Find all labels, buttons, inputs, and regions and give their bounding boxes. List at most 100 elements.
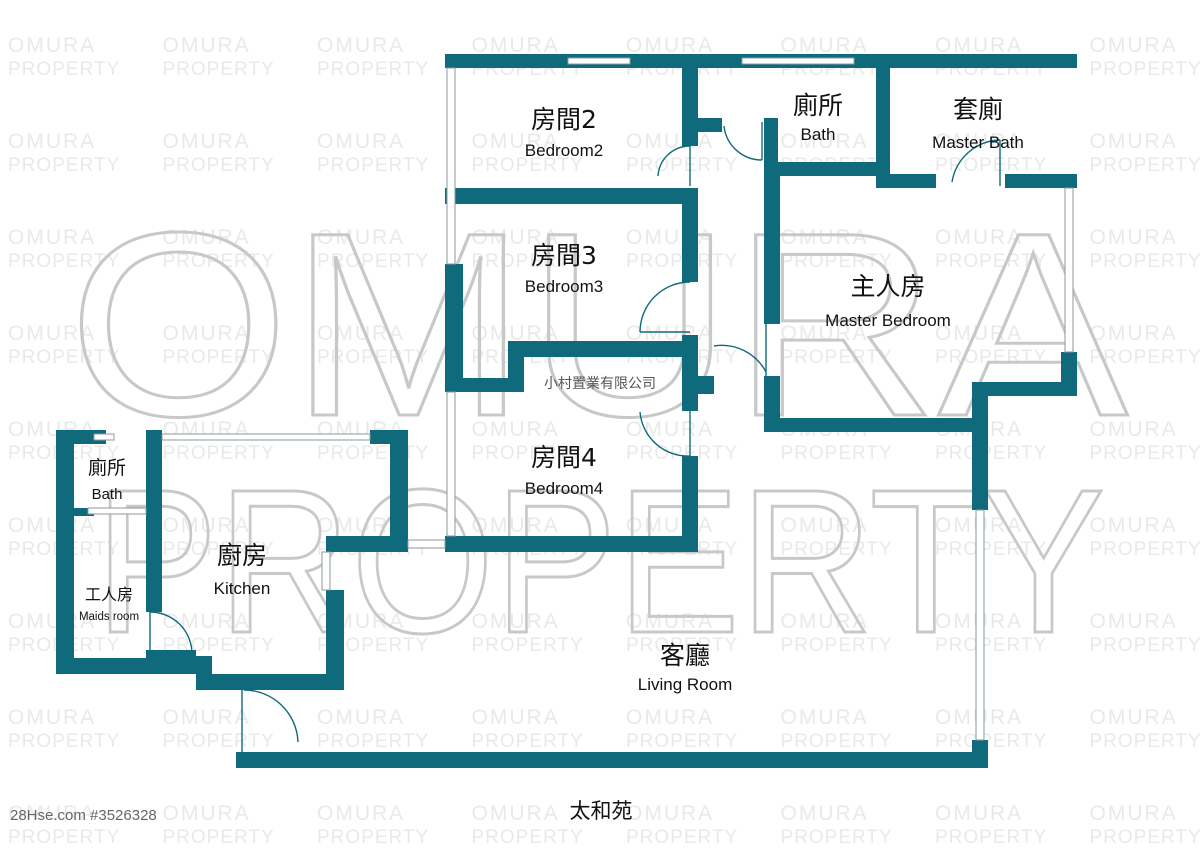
watermark-tile-line1: OMURA: [163, 322, 251, 345]
watermark-tile-line1: OMURA: [1090, 610, 1178, 633]
watermark-tile-line1: OMURA: [163, 514, 251, 537]
watermark-tile-line1: OMURA: [781, 226, 869, 249]
watermark-tile-line2: PROPERTY: [935, 251, 1047, 272]
estate-name: 太和苑: [570, 799, 633, 823]
watermark-tile-line2: PROPERTY: [1090, 827, 1200, 848]
watermark-tile-line2: PROPERTY: [1090, 347, 1200, 368]
watermark-tile-line2: PROPERTY: [1090, 251, 1200, 272]
window-kitchen-top: [161, 433, 371, 441]
watermark-tile-line1: OMURA: [163, 34, 251, 57]
watermark-tile-line2: PROPERTY: [935, 635, 1047, 656]
watermark-tile-line2: PROPERTY: [163, 539, 275, 560]
room-master-bath-zh: 套廁: [953, 95, 1003, 124]
wall-bath-stub: [682, 118, 722, 132]
watermark-tile-line2: PROPERTY: [472, 443, 584, 464]
room-maids-en: Maids room: [79, 611, 139, 623]
watermark-tile-line2: PROPERTY: [317, 155, 429, 176]
watermark-tile-line2: PROPERTY: [935, 347, 1047, 368]
room-bath-upper: 廁所 Bath: [793, 91, 843, 144]
window-kitchen-side: [321, 551, 331, 591]
watermark-tile-line1: OMURA: [781, 610, 869, 633]
wall-bedroom3-right-top: [682, 188, 698, 282]
watermark-tile-line1: OMURA: [163, 802, 251, 825]
watermark-tile-line1: OMURA: [8, 226, 96, 249]
watermark-tile-line1: OMURA: [935, 226, 1023, 249]
window-living-right: [975, 509, 985, 741]
watermark-tile-line2: PROPERTY: [163, 155, 275, 176]
room-master-bath-en: Master Bath: [932, 133, 1024, 152]
room-bedroom2: 房間2 Bedroom2: [525, 105, 603, 160]
watermark-tile-line1: OMURA: [472, 322, 560, 345]
room-bedroom2-zh: 房間2: [531, 105, 597, 134]
watermark-tile-line2: PROPERTY: [163, 443, 275, 464]
window-left-lower: [446, 391, 456, 537]
wall-corridor-stub: [698, 376, 714, 394]
watermark-tile-line2: PROPERTY: [626, 731, 738, 752]
door-maids: [149, 611, 193, 655]
watermark-tile-line1: OMURA: [1090, 34, 1178, 57]
room-bedroom4-en: Bedroom4: [525, 479, 603, 498]
wall-kitchen-bottom: [196, 674, 344, 690]
watermark-tile-line1: OMURA: [8, 34, 96, 57]
watermark-tile-line1: OMURA: [8, 322, 96, 345]
watermark-tile-line1: OMURA: [1090, 322, 1178, 345]
watermark-tile-line2: PROPERTY: [472, 155, 584, 176]
watermark-tile-line2: PROPERTY: [8, 155, 120, 176]
watermark-tile-line1: OMURA: [472, 130, 560, 153]
wall-masterbed-top-right: [1005, 174, 1077, 188]
room-master-bedroom-en: Master Bedroom: [825, 311, 951, 330]
watermark-tile-line1: OMURA: [626, 802, 714, 825]
watermark-tile-line1: OMURA: [163, 706, 251, 729]
watermark-tile-line1: OMURA: [626, 610, 714, 633]
wall-kitchen-bottom-link: [326, 536, 408, 552]
room-bedroom3-en: Bedroom3: [525, 277, 603, 296]
wall-maids-right: [146, 430, 162, 612]
wall-right-lower: [1061, 352, 1077, 396]
watermark-tile-line1: OMURA: [317, 322, 405, 345]
watermark-tile-line2: PROPERTY: [626, 827, 738, 848]
company-name: 小村置業有限公司: [544, 376, 656, 392]
room-master-bath: 套廁 Master Bath: [932, 95, 1024, 152]
watermark-tile-line1: OMURA: [317, 706, 405, 729]
watermark-tile-line2: PROPERTY: [163, 251, 275, 272]
wall-bath-lower-divider: [56, 508, 94, 516]
watermark-tile-line1: OMURA: [472, 514, 560, 537]
watermark-tile-line2: PROPERTY: [8, 59, 120, 80]
watermark-tile-line2: PROPERTY: [935, 539, 1047, 560]
watermark-tile-line1: OMURA: [317, 802, 405, 825]
watermark-tile-line2: PROPERTY: [8, 827, 120, 848]
watermark-tile-line1: OMURA: [472, 802, 560, 825]
watermark-tile-line1: OMURA: [317, 514, 405, 537]
wall-living-bottom: [236, 752, 988, 768]
watermark-tile-line1: OMURA: [163, 610, 251, 633]
watermark-tile-line2: PROPERTY: [317, 59, 429, 80]
watermark-tile-line1: OMURA: [1090, 130, 1178, 153]
watermark-tile-line1: OMURA: [317, 34, 405, 57]
window-master-right: [1064, 187, 1074, 353]
wall-bedroom3-bottom: [445, 378, 515, 392]
watermark-tile-line2: PROPERTY: [163, 731, 275, 752]
watermark-tile-line1: OMURA: [781, 34, 869, 57]
room-kitchen: 廚房 Kitchen: [214, 541, 271, 598]
watermark-tile-line1: OMURA: [317, 130, 405, 153]
watermark-tile-line2: PROPERTY: [935, 155, 1047, 176]
wall-maids-door-stub: [146, 650, 196, 658]
door-bedroom2: [657, 145, 691, 177]
watermark-tile-line2: PROPERTY: [317, 635, 429, 656]
watermark-tile-line2: PROPERTY: [781, 539, 893, 560]
watermark-tile-line2: PROPERTY: [781, 731, 893, 752]
watermark-tile-line2: PROPERTY: [317, 731, 429, 752]
watermark-tile-line2: PROPERTY: [935, 443, 1047, 464]
watermark-tile-line1: OMURA: [1090, 226, 1178, 249]
room-kitchen-en: Kitchen: [214, 579, 271, 598]
wall-bedroom4-top: [508, 341, 698, 357]
watermark-tile-line1: OMURA: [1090, 514, 1178, 537]
watermark-tile-line2: PROPERTY: [472, 827, 584, 848]
watermark-tile-line1: OMURA: [781, 514, 869, 537]
watermark-tile-line2: PROPERTY: [935, 827, 1047, 848]
watermark-tile-line1: OMURA: [8, 130, 96, 153]
windows: [87, 57, 1074, 741]
wall-bedroom4-top-stub: [508, 341, 524, 392]
wall-masterbed-bottom: [764, 418, 986, 432]
